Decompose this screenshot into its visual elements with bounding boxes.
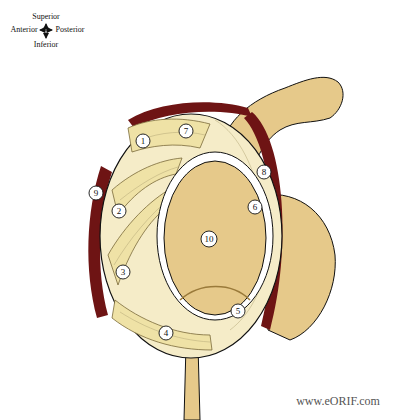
direction-label: Superior: [32, 13, 60, 21]
direction-label: Posterior: [56, 26, 85, 34]
callout-number: 8: [262, 168, 267, 177]
callout-circles: [89, 124, 271, 340]
callout-number: 7: [184, 127, 189, 136]
direction-label: Inferior: [34, 41, 58, 49]
callout-number: 5: [236, 307, 241, 316]
articular-rim: [157, 152, 273, 320]
glenoid-rim: [100, 114, 282, 358]
callout-circle: [248, 200, 262, 214]
callout-circle: [257, 165, 271, 179]
callout-circle: [179, 124, 193, 138]
callout-circle: [231, 304, 245, 318]
callout-number: 2: [117, 207, 122, 216]
callout-circle: [112, 204, 126, 218]
callout-circle: [136, 134, 150, 148]
callout-number: 10: [205, 235, 214, 244]
callout-number: 1: [141, 137, 146, 146]
surface-shading: [180, 287, 250, 301]
callout-circle: [89, 186, 103, 200]
callout-number: 4: [164, 329, 169, 338]
callout-circle: [116, 265, 130, 279]
callout-number: 3: [121, 268, 126, 277]
callout-number: 6: [253, 203, 258, 212]
callout-number: 9: [94, 189, 99, 198]
direction-label: Anterior: [10, 26, 37, 34]
callout-circle: [201, 231, 217, 247]
watermark: www.eORIF.com: [296, 395, 380, 407]
orientation-arrows: [40, 24, 52, 38]
callout-circle: [159, 326, 173, 340]
articular-surface: [164, 161, 266, 315]
